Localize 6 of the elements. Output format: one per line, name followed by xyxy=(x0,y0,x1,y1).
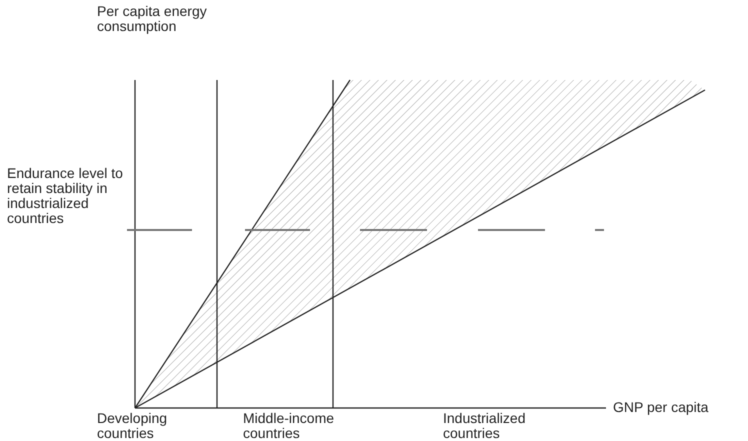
axis-label: Per capita energy consumption xyxy=(97,4,208,34)
axis-label: Industrialized countries xyxy=(443,411,526,441)
axis-label: GNP per capita xyxy=(613,400,710,415)
axis-label: Endurance level to retain stability in industrialized countries xyxy=(7,166,124,226)
axis-label: Developing countries xyxy=(97,411,168,441)
axis-label: Middle-income countries xyxy=(243,411,336,441)
